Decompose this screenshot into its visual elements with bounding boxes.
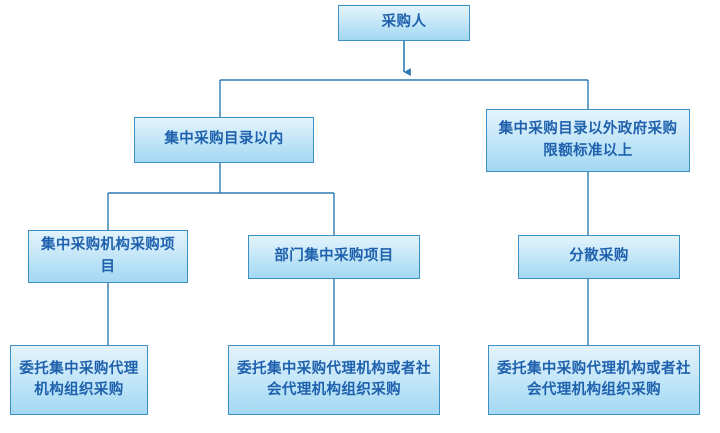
node-purchaser-label: 采购人 <box>381 14 427 31</box>
node-within-centralized-catalog-label: 集中采购目录以内 <box>164 131 284 148</box>
node-outside-catalog-above-threshold-label: 集中采购目录以外政府采购限额标准以上 <box>498 121 678 159</box>
node-outside-catalog-above-threshold[interactable]: 集中采购目录以外政府采购限额标准以上 <box>486 109 690 172</box>
node-entrust-centralized-or-social-agency-b-label: 委托集中采购代理机构或者社会代理机构组织采购 <box>237 360 431 398</box>
node-entrust-centralized-agency-label: 委托集中采购代理机构组织采购 <box>19 360 139 398</box>
node-decentralized-procurement[interactable]: 分散采购 <box>518 235 680 279</box>
node-entrust-centralized-agency[interactable]: 委托集中采购代理机构组织采购 <box>10 345 148 415</box>
node-centralized-agency-project[interactable]: 集中采购机构采购项目 <box>28 230 188 283</box>
node-entrust-centralized-or-social-agency-c[interactable]: 委托集中采购代理机构或者社会代理机构组织采购 <box>488 345 700 415</box>
node-purchaser[interactable]: 采购人 <box>338 5 470 41</box>
node-department-centralized-project[interactable]: 部门集中采购项目 <box>248 235 420 279</box>
node-entrust-centralized-or-social-agency-c-label: 委托集中采购代理机构或者社会代理机构组织采购 <box>497 360 691 398</box>
node-department-centralized-project-label: 部门集中采购项目 <box>274 248 394 265</box>
node-centralized-agency-project-label: 集中采购机构采购项目 <box>40 237 176 275</box>
node-decentralized-procurement-label: 分散采购 <box>569 248 629 265</box>
node-entrust-centralized-or-social-agency-b[interactable]: 委托集中采购代理机构或者社会代理机构组织采购 <box>228 345 440 415</box>
node-within-centralized-catalog[interactable]: 集中采购目录以内 <box>134 117 314 163</box>
